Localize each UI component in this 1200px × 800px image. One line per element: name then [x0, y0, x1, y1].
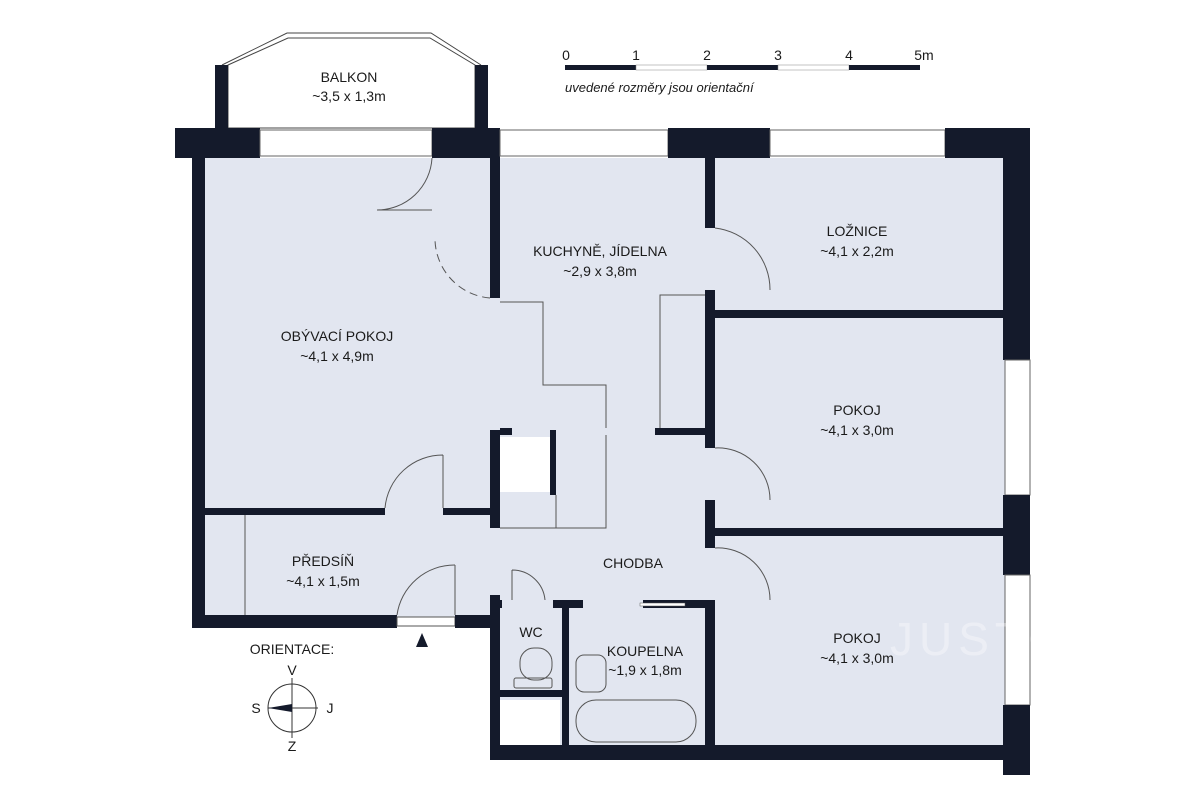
room-size: ~4,1 x 2,2m [820, 243, 894, 259]
scale-tick: 4 [845, 47, 853, 63]
room-size: ~2,9 x 3,8m [563, 263, 637, 279]
bathtub [575, 699, 697, 743]
compass-north: V [287, 662, 297, 678]
room-name: PŘEDSÍŇ [292, 553, 354, 569]
walls [175, 128, 1031, 775]
room-name: POKOJ [833, 402, 880, 418]
scale-note: uvedené rozměry jsou orientační [565, 80, 755, 95]
compass-west: S [251, 700, 260, 716]
scale-tick: 2 [703, 47, 711, 63]
fixtures [244, 157, 771, 743]
room-name: CHODBA [603, 555, 664, 571]
scale-tick: 3 [774, 47, 782, 63]
scale-tick: 1 [632, 47, 640, 63]
watermark-logo: JUSTO [890, 613, 1070, 665]
room-name: POKOJ [833, 630, 880, 646]
compass-south: Z [288, 738, 297, 754]
room-name: KUCHYNĚ, JÍDELNA [533, 243, 667, 259]
orientation-title: ORIENTACE: [250, 641, 335, 657]
compass-east: J [327, 700, 334, 716]
room-name: LOŽNICE [827, 223, 888, 239]
room-name: OBÝVACÍ POKOJ [281, 328, 394, 344]
room-size: ~4,1 x 3,0m [820, 650, 894, 666]
room-name: KOUPELNA [607, 643, 684, 659]
scale-tick: 5m [914, 47, 933, 63]
scale-bar: 0 1 2 3 4 5m uvedené rozměry jsou orient… [562, 47, 934, 95]
room-size: ~3,5 x 1,3m [312, 88, 386, 104]
toilet [519, 647, 553, 681]
room-size: ~4,1 x 1,5m [286, 573, 360, 589]
room-name: BALKON [321, 69, 378, 85]
scale-tick: 0 [562, 47, 570, 63]
sink [575, 654, 607, 693]
room-size: ~4,1 x 3,0m [820, 422, 894, 438]
compass-needle-icon [268, 704, 292, 712]
floors [205, 158, 1005, 748]
balcony [215, 32, 488, 129]
room-labels: BALKON ~3,5 x 1,3m OBÝVACÍ POKOJ ~4,1 x … [281, 69, 894, 678]
orientation-compass: ORIENTACE: V Z S J [250, 641, 335, 754]
room-size: ~1,9 x 1,8m [608, 662, 682, 678]
room-name: WC [519, 624, 542, 640]
room-size: ~4,1 x 4,9m [300, 348, 374, 364]
